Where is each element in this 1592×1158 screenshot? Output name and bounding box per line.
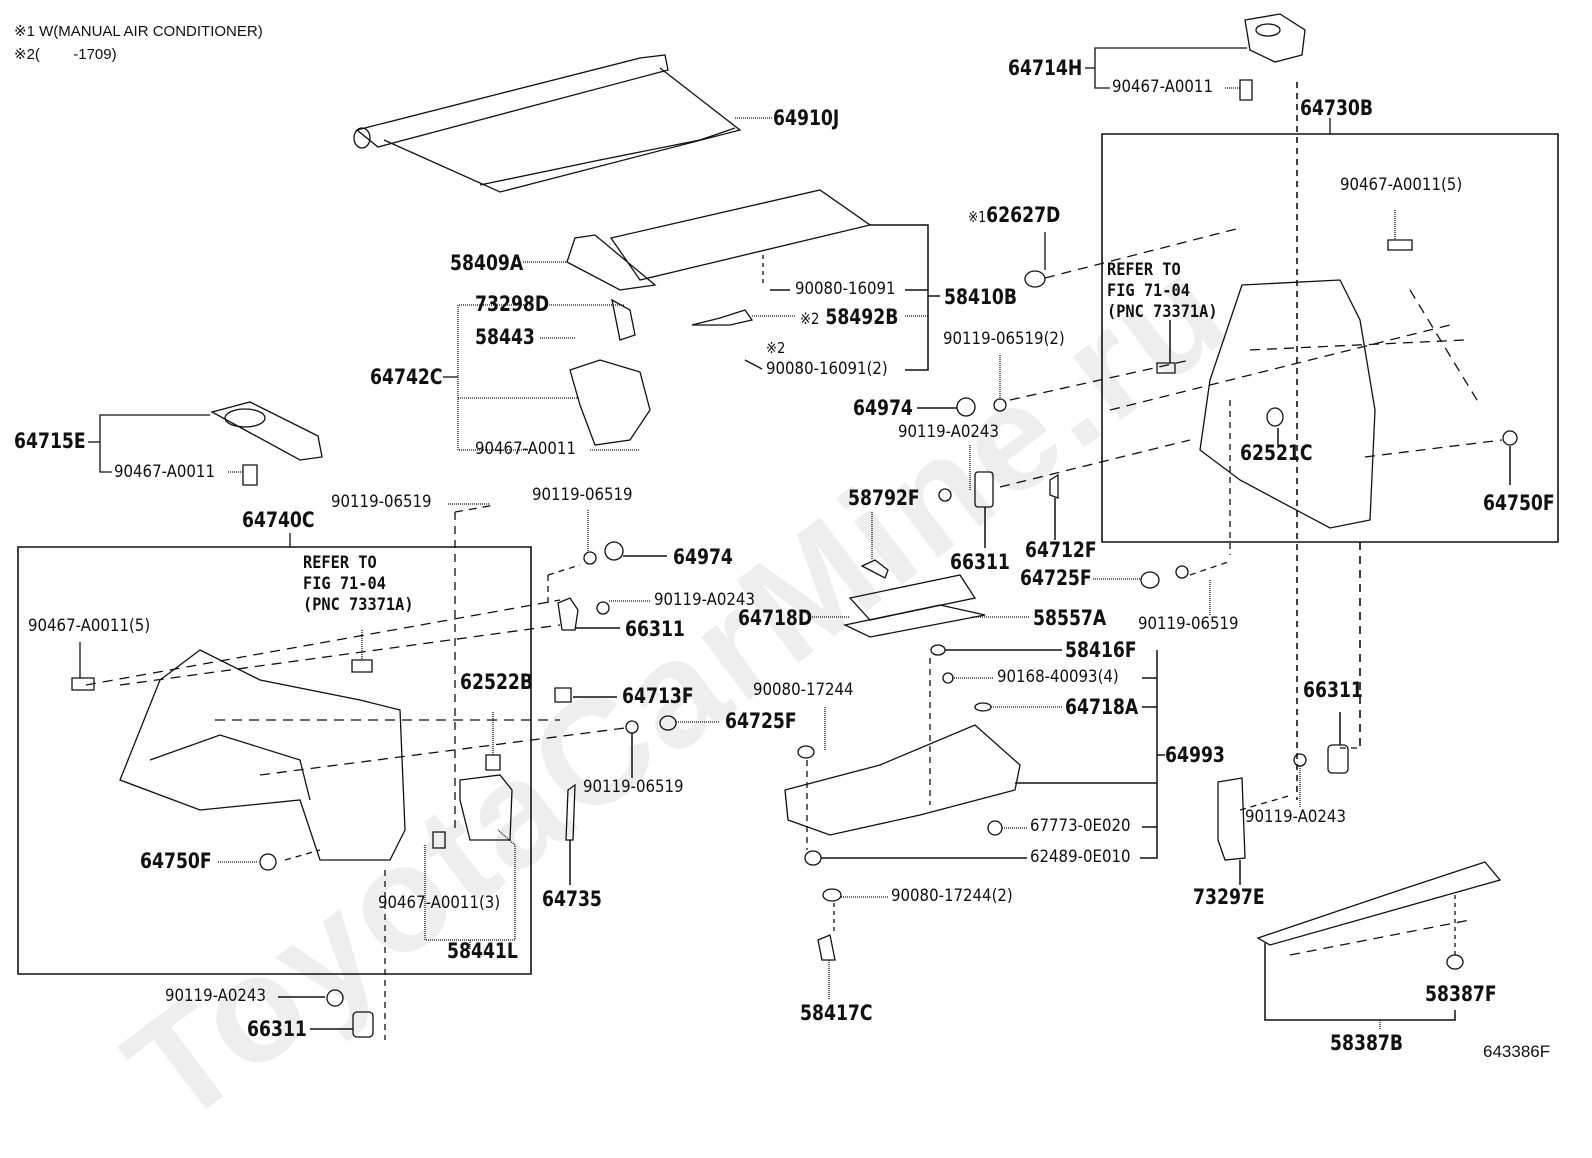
part-label-64750F-r[interactable]: 64750F — [1483, 491, 1555, 515]
part-label-64715E[interactable]: 64715E — [14, 429, 86, 453]
drawing-layer — [0, 0, 1592, 1099]
cover-73297E-shape — [1218, 778, 1245, 860]
part-label-66311-b[interactable]: 66311 — [247, 1017, 307, 1041]
footnote-1: ※1 W(MANUAL AIR CONDITIONER) — [14, 23, 263, 40]
part-label-58492B[interactable]: ※2 58492B — [800, 307, 898, 328]
part-label-64712F[interactable]: 64712F — [1025, 538, 1097, 562]
hook-58492B-shape — [692, 310, 752, 325]
part-label-90080-17244-2[interactable]: 90080-17244(2) — [891, 886, 1013, 906]
part-label-90168-40093-4[interactable]: 90168-40093(4) — [997, 667, 1119, 687]
board-64718D-shape — [850, 575, 975, 620]
part-label-64714H[interactable]: 64714H — [1008, 56, 1083, 80]
box-64740C — [18, 547, 531, 974]
part-label-64735[interactable]: 64735 — [542, 887, 602, 911]
part-label-73298D[interactable]: 73298D — [475, 292, 550, 316]
bracket-58417C-shape — [818, 935, 835, 960]
part-label-90119-A0243-l[interactable]: 90119-A0243 — [654, 590, 755, 610]
tonneau-cover-shape — [354, 55, 772, 192]
part-label-90467-A0011-cup[interactable]: 90467-A0011 — [114, 462, 215, 482]
refer-note-right: REFER TO FIG 71-04 (PNC 73371A) — [1107, 260, 1218, 322]
part-label-90467-A0011-3[interactable]: 90467-A0011(3) — [378, 893, 501, 913]
duct-58441L-shape — [460, 775, 512, 840]
part-label-90119-A0243-b[interactable]: 90119-A0243 — [165, 986, 266, 1006]
part-label-58417C[interactable]: 58417C — [800, 1001, 873, 1025]
part-label-58409A[interactable]: 58409A — [450, 251, 524, 275]
part-label-67773-0E020[interactable]: 67773-0E020 — [1030, 816, 1131, 836]
part-label-58387F[interactable]: 58387F — [1425, 982, 1497, 1006]
part-number: 62627D — [986, 203, 1061, 227]
part-label-90467-A0011[interactable]: 90467-A0011 — [1112, 77, 1213, 97]
part-label-66311-l[interactable]: 66311 — [625, 617, 685, 641]
part-label-62522B[interactable]: 62522B — [460, 670, 534, 694]
mat-58557A-shape — [845, 605, 985, 637]
part-label-90119-A0243-rr[interactable]: 90119-A0243 — [1245, 807, 1346, 827]
part-label-62627D[interactable]: ※162627D — [968, 205, 1060, 226]
part-label-64740C[interactable]: 64740C — [242, 508, 315, 532]
refer-note-left: REFER TO FIG 71-04 (PNC 73371A) — [303, 553, 414, 615]
part-label-90080-16091-2[interactable]: 90080-16091(2) — [766, 359, 888, 379]
footnote-mark-90080-16091-2: ※2 — [766, 339, 786, 357]
part-label-64718D[interactable]: 64718D — [738, 606, 813, 630]
cup-holder-right-shape — [1245, 14, 1305, 62]
part-label-64718A[interactable]: 64718A — [1065, 695, 1139, 719]
cup-holder-left-shape — [212, 402, 322, 460]
part-label-90467-A0011-5-l[interactable]: 90467-A0011(5) — [28, 616, 151, 636]
part-label-58387B[interactable]: 58387B — [1330, 1031, 1404, 1055]
deck-board-shape — [611, 190, 870, 280]
panel-58409A-shape — [567, 235, 655, 290]
part-label-90119-06519-c[interactable]: 90119-06519 — [583, 777, 684, 797]
quarter-trim-left-shape — [120, 650, 405, 860]
deck-box-64993-shape — [785, 725, 1020, 835]
part-label-64742C[interactable]: 64742C — [370, 365, 443, 389]
scuff-plate-shape — [1258, 862, 1500, 945]
part-label-58441L[interactable]: 58441L — [447, 939, 518, 963]
part-label-64993[interactable]: 64993 — [1165, 743, 1225, 767]
part-label-58792F[interactable]: 58792F — [848, 486, 920, 510]
footnote-mark: ※2 — [800, 309, 820, 328]
part-label-62489-0E010[interactable]: 62489-0E010 — [1030, 847, 1131, 867]
part-label-58410B[interactable]: 58410B — [944, 285, 1018, 309]
part-label-64713F[interactable]: 64713F — [622, 684, 694, 708]
figure-id: 643386F — [1483, 1042, 1551, 1061]
part-label-90119-A0243-r[interactable]: 90119-A0243 — [898, 422, 999, 442]
part-label-62521C[interactable]: 62521C — [1240, 441, 1313, 465]
part-label-58557A[interactable]: 58557A — [1033, 606, 1107, 630]
part-label-64730B[interactable]: 64730B — [1300, 96, 1374, 120]
part-label-64725F-c[interactable]: 64725F — [725, 709, 797, 733]
part-label-90119-06519-a[interactable]: 90119-06519 — [331, 492, 432, 512]
box-64742C-shape — [570, 360, 650, 445]
part-number: 58492B — [825, 305, 899, 329]
part-label-58416F[interactable]: 58416F — [1065, 638, 1137, 662]
part-label-90080-17244[interactable]: 90080-17244 — [753, 680, 854, 700]
part-label-64974-l[interactable]: 64974 — [673, 545, 733, 569]
part-label-90119-06519-r[interactable]: 90119-06519 — [1138, 614, 1239, 634]
part-label-90119-06519-2[interactable]: 90119-06519(2) — [943, 329, 1065, 349]
quarter-trim-right-shape — [1200, 280, 1375, 528]
part-label-90080-16091[interactable]: 90080-16091 — [795, 279, 896, 299]
part-label-73297E[interactable]: 73297E — [1193, 885, 1265, 909]
part-label-66311-c[interactable]: 66311 — [950, 550, 1010, 574]
part-label-90467-A0011-box[interactable]: 90467-A0011 — [475, 439, 576, 459]
part-label-64750F-l[interactable]: 64750F — [140, 849, 212, 873]
part-label-66311-rr[interactable]: 66311 — [1303, 678, 1363, 702]
part-label-64910J[interactable]: 64910J — [773, 106, 840, 130]
footnote-mark: ※1 — [968, 208, 987, 226]
part-label-58443[interactable]: 58443 — [475, 325, 535, 349]
footnote-2: ※2( -1709) — [14, 46, 117, 63]
part-label-90119-06519-b[interactable]: 90119-06519 — [532, 485, 633, 505]
part-label-64725F-r[interactable]: 64725F — [1020, 566, 1092, 590]
part-label-90467-A0011-5[interactable]: 90467-A0011(5) — [1340, 175, 1463, 195]
part-label-64974-r[interactable]: 64974 — [853, 396, 913, 420]
